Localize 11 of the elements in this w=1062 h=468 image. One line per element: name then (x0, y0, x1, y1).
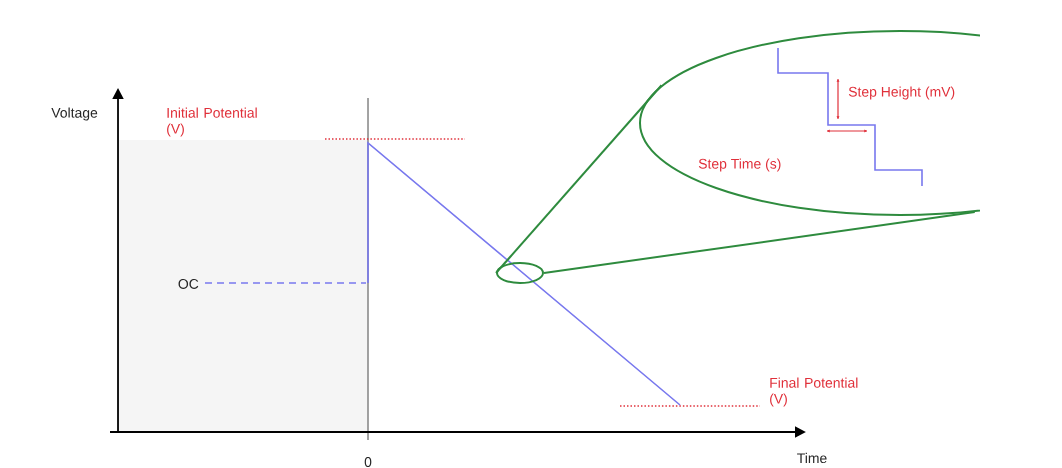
zoom-ellipse (496, 262, 544, 284)
axis-label: Final Potential (V) (770, 377, 858, 407)
zoom-line (495, 84, 663, 274)
axis-label: OC (178, 279, 199, 289)
axis-label: Step Height (mV) (848, 86, 955, 100)
axis-label: Voltage (51, 107, 98, 121)
axis-label: Step Time (s) (698, 158, 781, 172)
zoom-line (543, 211, 976, 274)
axis-label: Time (797, 452, 827, 464)
axis-label: 0 (364, 457, 372, 467)
axis-label: Initial Potential (V) (167, 107, 257, 137)
